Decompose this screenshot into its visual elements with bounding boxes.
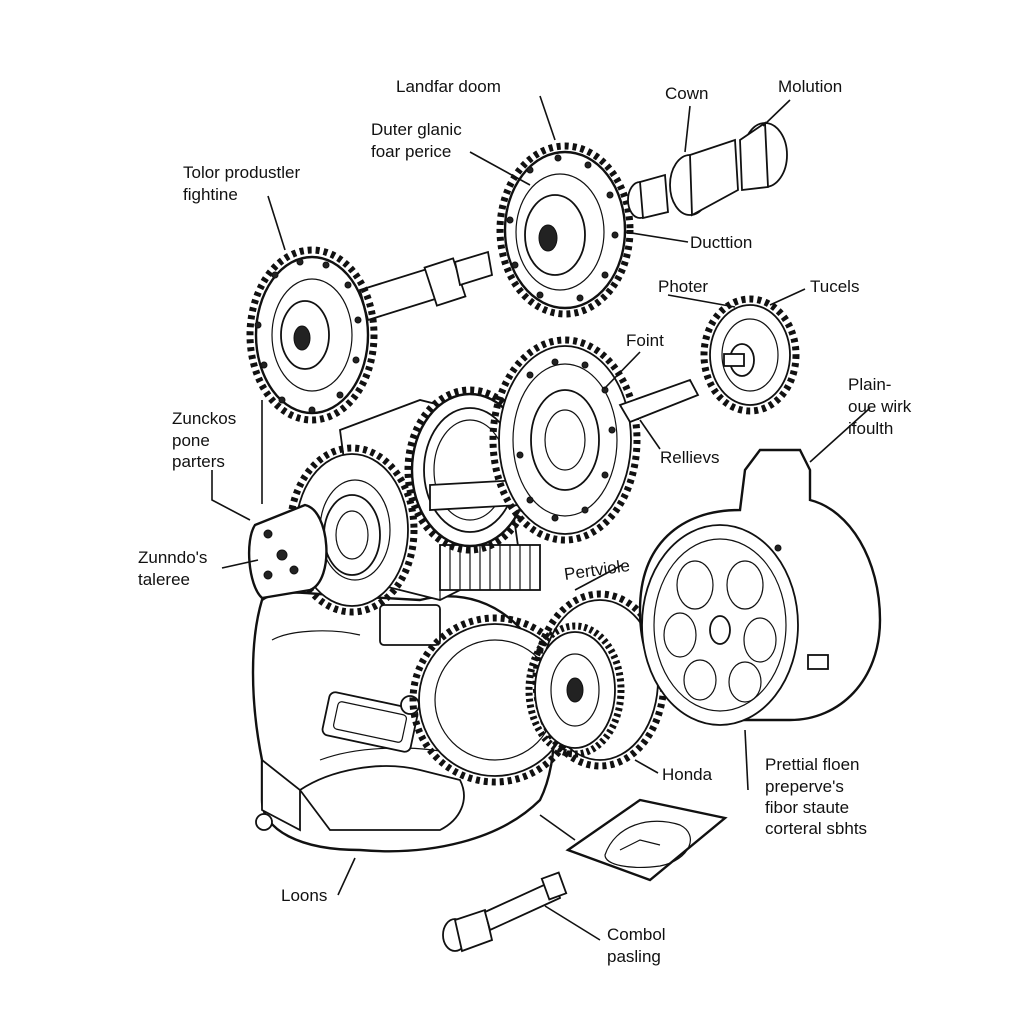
label-molution: Molution bbox=[778, 77, 842, 96]
end-cap-part bbox=[247, 503, 328, 600]
housing-large-gear bbox=[409, 614, 581, 786]
label-plain-line-3: ifoulth bbox=[848, 419, 893, 438]
label-prettial-line-4: corteral sbhts bbox=[765, 819, 867, 838]
label-prettial-line-2: preperve's bbox=[765, 777, 844, 796]
label-foint: Foint bbox=[626, 331, 664, 350]
lower-double-gear bbox=[525, 590, 668, 770]
label-prettial-line-3: fibor staute bbox=[765, 798, 849, 817]
leader-lines bbox=[211, 95, 871, 941]
label-plain-line-1: Plain- bbox=[848, 375, 891, 394]
label-ducttion: Ducttion bbox=[690, 233, 752, 252]
center-flange-gear bbox=[489, 336, 700, 544]
label-loons: Loons bbox=[281, 886, 327, 905]
label-duter-line-1: Duter glanic bbox=[371, 120, 462, 139]
right-small-gear bbox=[700, 295, 800, 415]
gasket-plate bbox=[565, 798, 728, 882]
label-tolor-line-1: Tolor produstler bbox=[183, 163, 301, 182]
label-combol-line-1: Combol bbox=[607, 925, 666, 944]
top-flange-gear bbox=[496, 142, 634, 318]
label-photer: Photer bbox=[658, 277, 708, 296]
top-right-shaft bbox=[627, 121, 788, 220]
label-pertviole: Pertviole bbox=[563, 556, 631, 584]
label-zunckos-line-1: Zunckos bbox=[172, 409, 236, 428]
label-zunckos-line-2: pone bbox=[172, 431, 210, 450]
label-zunckos-line-3: parters bbox=[172, 452, 225, 471]
label-tolor-line-2: fightine bbox=[183, 185, 238, 204]
label-cown: Cown bbox=[665, 84, 708, 103]
upper-left-flange-gear bbox=[246, 246, 494, 424]
label-honda: Honda bbox=[662, 765, 713, 784]
label-combol-line-2: pasling bbox=[607, 947, 661, 966]
right-side-cover bbox=[638, 448, 882, 726]
bolt-pin bbox=[442, 871, 568, 953]
label-landfar-doom: Landfar doom bbox=[396, 77, 501, 96]
label-tucels: Tucels bbox=[810, 277, 859, 296]
label-prettial-line-1: Prettial floen bbox=[765, 755, 860, 774]
label-zunndo-line-2: taleree bbox=[138, 570, 190, 589]
label-plain-line-2: oue wirk bbox=[848, 397, 912, 416]
label-zunndo-line-1: Zunndo's bbox=[138, 548, 207, 567]
label-rellievs: Rellievs bbox=[660, 448, 720, 467]
callout-labels: Landfar doom Cown Molution Duter glanic … bbox=[138, 77, 912, 966]
label-duter-line-2: foar perice bbox=[371, 142, 451, 161]
